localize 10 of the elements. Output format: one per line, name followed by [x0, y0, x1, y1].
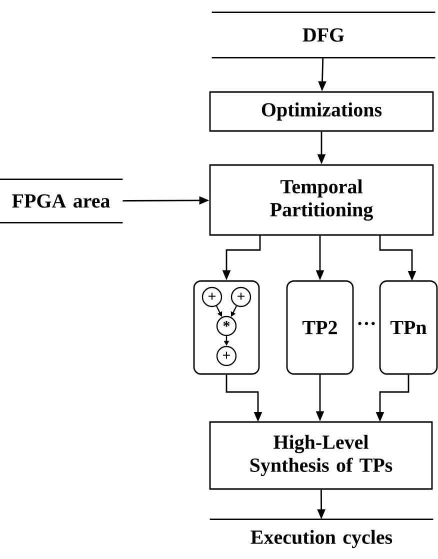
process-box: High-Level Synthesis of TPs — [209, 421, 433, 490]
data-store: FPGA area — [0, 178, 123, 224]
output-label: Execution cycles — [210, 518, 434, 548]
partition-box: TPn — [379, 280, 438, 375]
data-store: DFG — [212, 12, 436, 58]
process-box: Temporal Partitioning — [209, 164, 434, 236]
partition-box: TP2 — [286, 280, 354, 375]
partition-box — [193, 280, 260, 375]
ellipsis: ··· — [358, 322, 375, 326]
process-box: Optimizations — [209, 91, 434, 132]
